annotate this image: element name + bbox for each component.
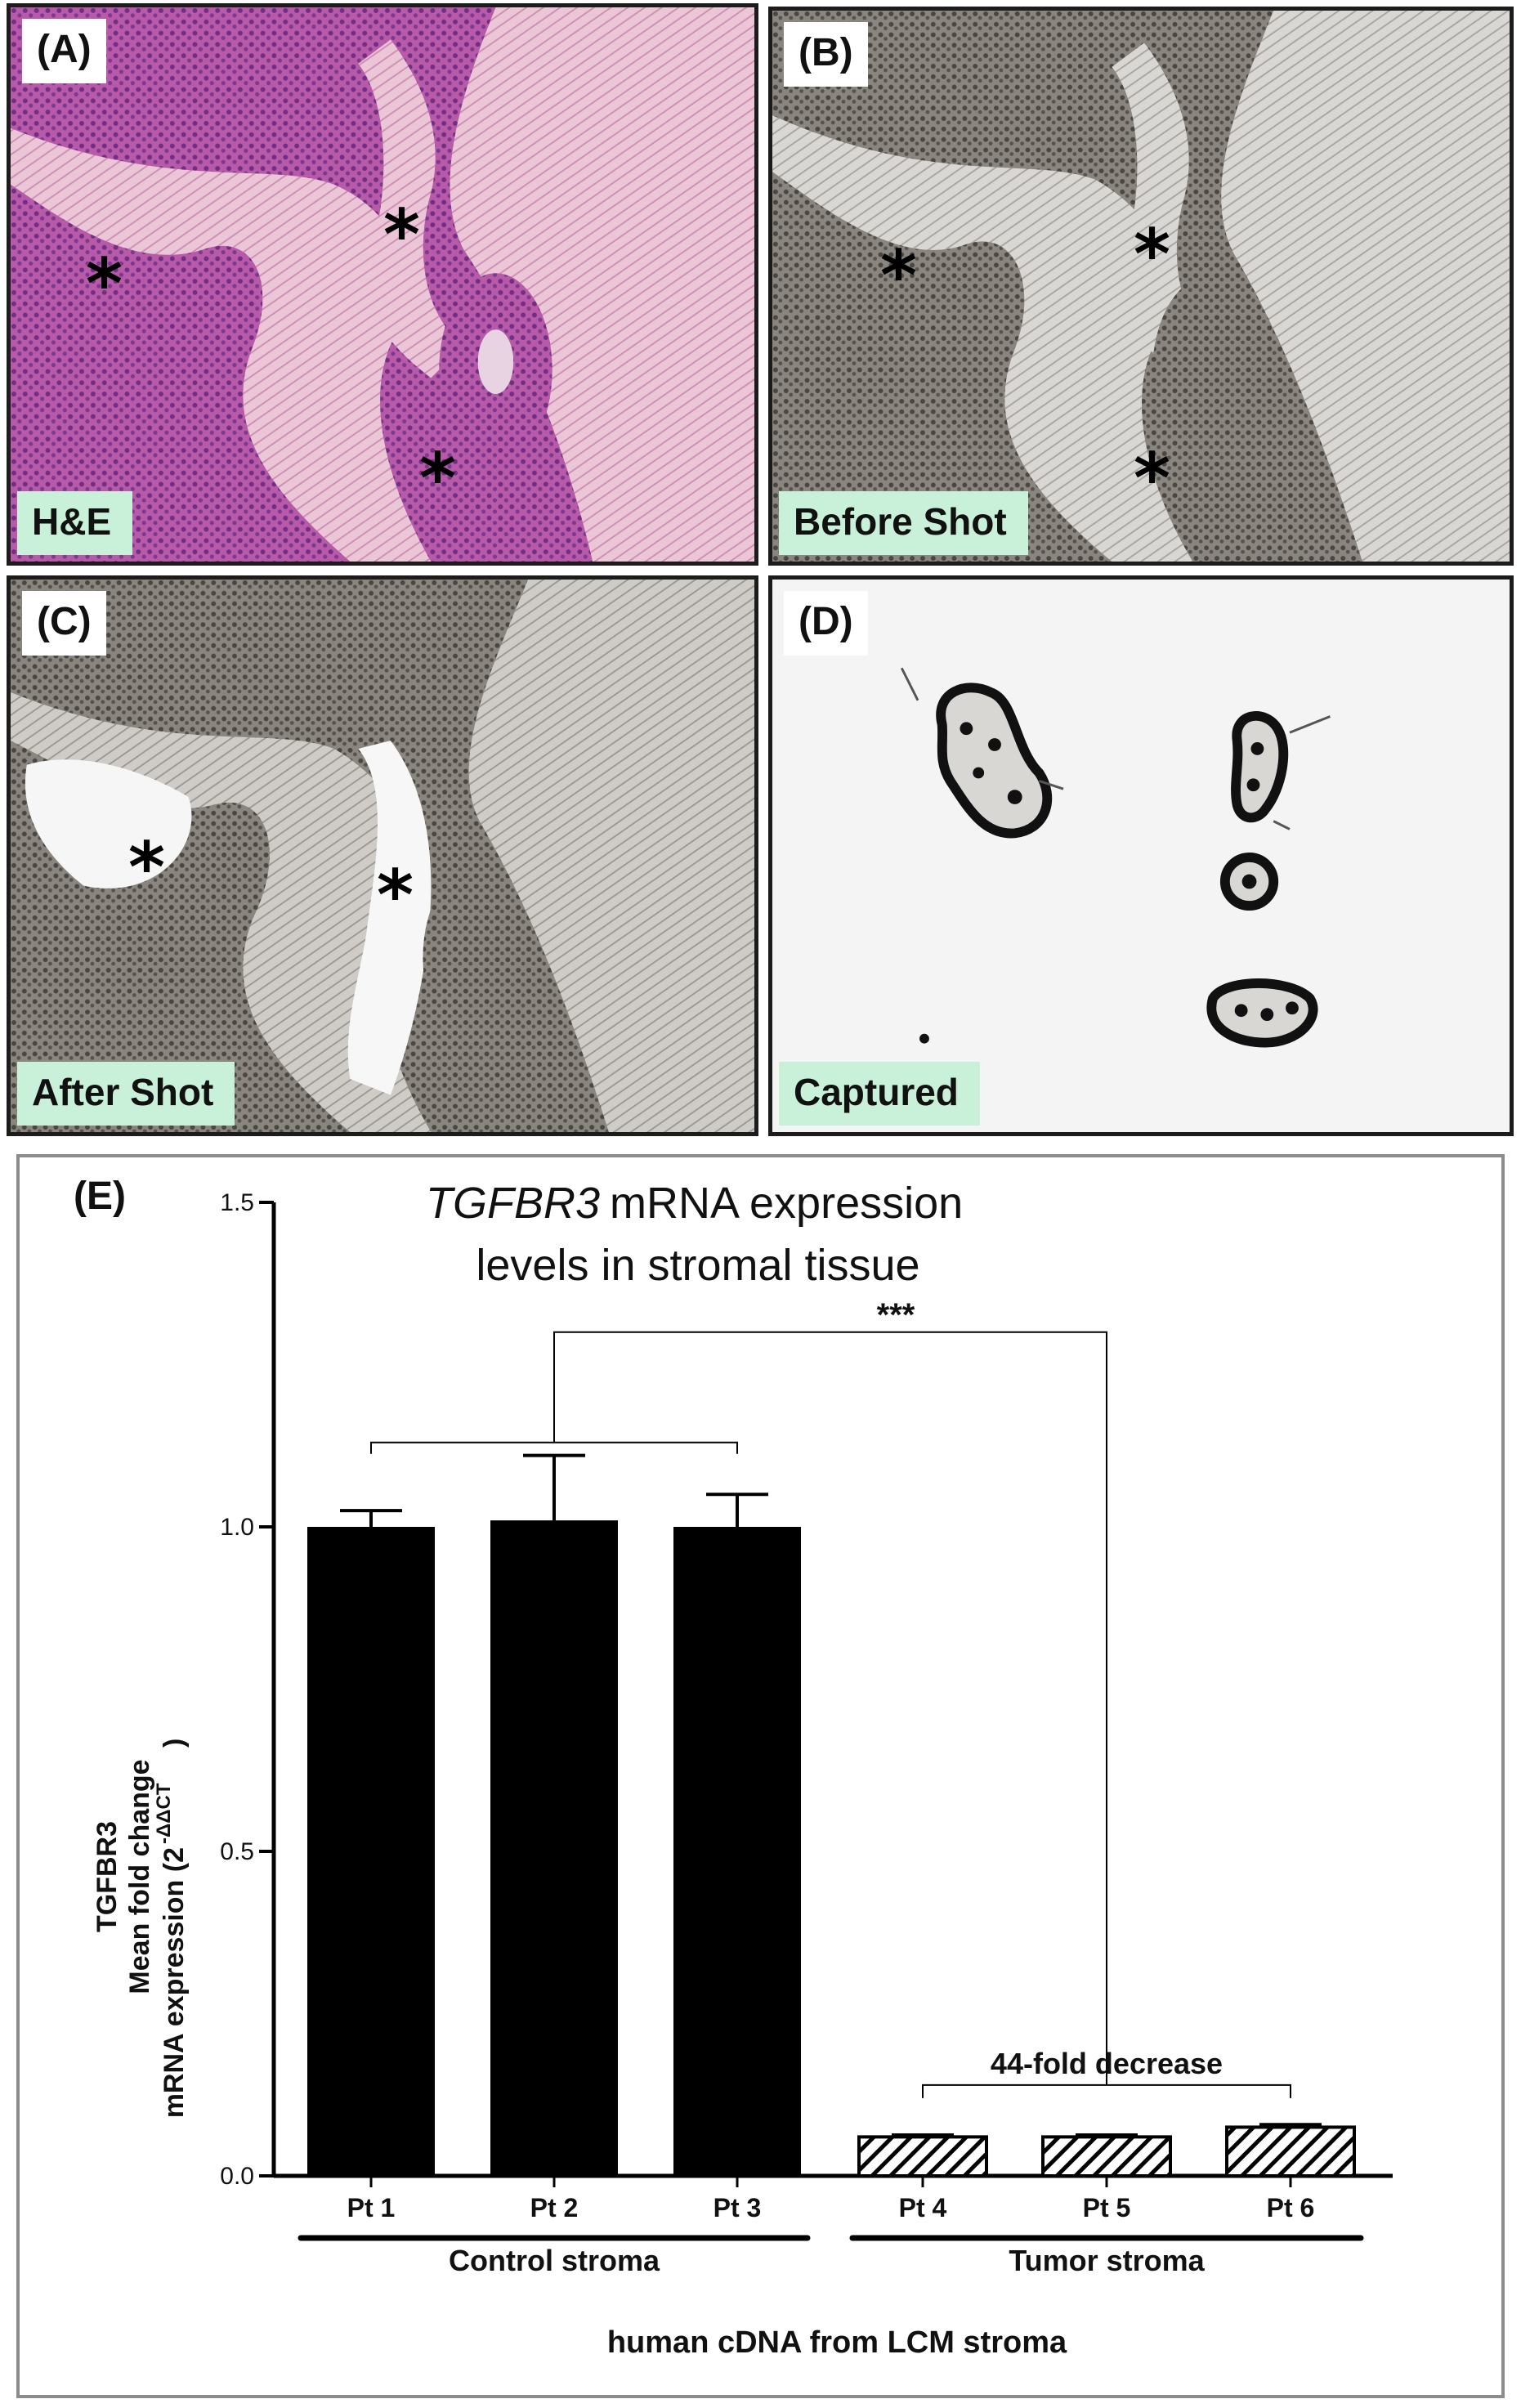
tissue-texture [11,580,754,1132]
asterisk-marker: * [383,195,420,276]
x-axis-label: human cDNA from LCM stroma [607,2325,1067,2360]
y-axis-label-line2: Mean fold change [124,1759,155,1994]
x-tick-label: Pt 6 [1267,2193,1315,2222]
asterisk-marker: * [1134,438,1170,520]
chart-title-rest: mRNA expression [610,1179,963,1228]
y-axis-label-exponent: -ΔΔCT [153,1783,175,1844]
panel-b-stage-tag: Before Shot [779,491,1028,555]
panel-b-before-shot-image: (B) * * * Before Shot [768,7,1514,566]
asterisk-marker: * [86,244,123,325]
panel-a-he-image: (A) * * * H&E [7,3,758,566]
x-tick-label: Pt 2 [530,2193,579,2222]
panel-d-stage-tag: Captured [779,1062,980,1126]
bar-pt-2 [490,1520,618,2176]
panel-e-bar-chart: (E) TGFBR3 mRNA expression levels in str… [16,1154,1505,2398]
y-tick-label: 1.5 [220,1189,254,1216]
significance-stars: *** [877,1297,915,1333]
significance-bracket [553,1331,1107,2085]
bar-pt-1 [307,1527,435,2176]
x-tick-label: Pt 1 [347,2193,396,2222]
asterisk-marker: * [880,235,917,317]
x-tick-label: Pt 4 [899,2193,947,2222]
fold-change-annotation: 44-fold decrease [991,2047,1223,2080]
bar-pt-3 [673,1527,801,2176]
y-tick-label: 0.0 [220,2163,254,2190]
panel-d-label: (D) [784,591,868,656]
bar-pt-6 [1225,2125,1356,2177]
y-axis-label-line1: TGFBR3 [92,1821,123,1932]
y-tick-label: 0.5 [220,1838,254,1865]
chart-title-line2: levels in stromal tissue [476,1241,919,1290]
panel-c-after-shot-image: (C) * * After Shot [7,575,758,1136]
he-tissue-texture [11,7,754,562]
panel-c-label: (C) [22,591,106,656]
tumor-group-bracket [922,2084,1291,2098]
y-tick-label: 1.0 [220,1514,254,1541]
panel-d-captured-image: (D) Captured [768,575,1514,1136]
bar-pt-5 [1041,2135,1172,2177]
group-label: Control stroma [449,2244,660,2277]
asterisk-marker: * [128,827,165,909]
asterisk-marker: * [419,438,456,520]
asterisk-marker: * [377,855,414,937]
y-axis-label: TGFBR3 Mean fold change mRNA expression … [92,1739,190,2119]
bar-pt-4 [857,2135,988,2177]
panel-a-stain-tag: H&E [17,491,133,555]
panel-b-label: (B) [784,22,868,87]
panel-a-label: (A) [22,19,106,83]
x-tick-label: Pt 3 [714,2193,762,2222]
captured-tissue-fragments [900,667,1331,1048]
y-axis-label-line3: mRNA expression (2 [159,1847,190,2118]
tissue-texture [772,11,1510,562]
x-tick-label: Pt 5 [1083,2193,1131,2222]
group-label: Tumor stroma [1009,2244,1205,2277]
panel-c-stage-tag: After Shot [17,1062,235,1126]
asterisk-marker: * [1134,214,1170,296]
control-group-bracket [370,1441,738,1454]
bar-chart-svg: TGFBR3 mRNA expression levels in stromal… [92,1179,1393,2360]
panel-e-label: (E) [74,1175,126,1218]
y-axis-label-close: ) [159,1739,190,1748]
chart-title-gene: TGFBR3 [426,1179,600,1228]
